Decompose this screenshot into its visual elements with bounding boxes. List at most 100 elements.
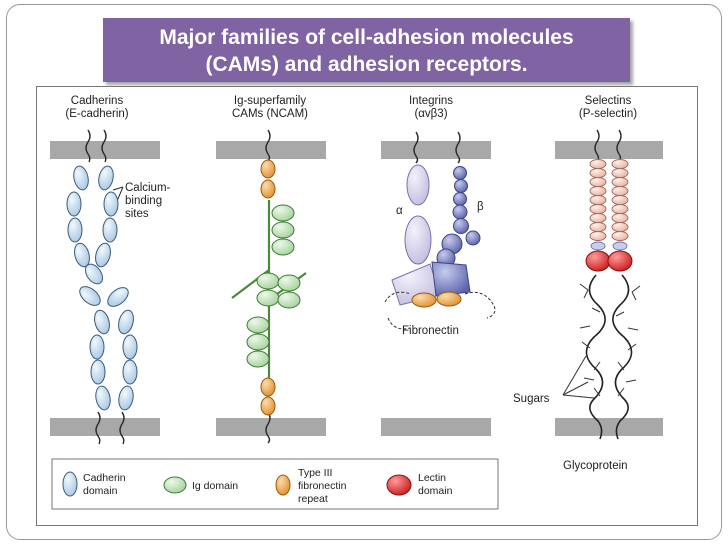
selectin-repeat [589,176,607,188]
membrane-top-1 [50,141,160,159]
cadherin-domain [94,309,110,335]
cadherin-domain [107,287,129,307]
ig-tail-bottom [265,411,271,444]
selectin-repeat [589,194,607,206]
glycoprotein-label: Glycoprotein [563,460,628,472]
selectin-repeats [589,158,629,242]
family-label-selectins: Selectins (P-selectin) [579,95,637,120]
legend-lectin-swatch [386,474,412,496]
cadherin-tail-bottom-left [95,411,101,445]
ig-domain [277,291,301,309]
sugar-branch [583,377,637,397]
calcium-label-line-2: binding [125,195,162,207]
sugars-label: Sugars [513,393,550,405]
glycoprotein [585,274,633,440]
ig-domain [246,350,270,368]
cadherin-tail-top-left [85,129,91,163]
fibronectin-repeat [260,377,276,397]
cadherin-domain [122,334,138,360]
integrin-alpha-domain [406,164,430,206]
fibronectin-repeat [411,292,437,308]
selectin-repeat [589,167,607,179]
selectin-repeat [589,230,607,242]
selectin-lectins [585,250,633,272]
integrin-beta-tail [455,131,461,164]
slide-title: Major families of cell-adhesion molecule… [103,18,630,82]
legend-lectin-line-2: domain [418,485,453,497]
ig-domain [256,289,280,307]
fibronectin-repeat [260,159,276,179]
integrin-beta-domain [465,230,481,246]
calcium-label: Calcium- binding sites [125,182,171,220]
selectin-repeat [589,221,607,233]
cadherin-domain [90,359,106,385]
selectin-repeat [611,230,629,242]
legend-cadherin-line-1: Cadherin [83,472,126,484]
glycoprotein-chain-left [585,274,606,440]
ig-tail-top [265,129,271,162]
integrin-beta-domain [453,166,467,180]
ig-domain [271,204,295,222]
selectin-repeat [589,158,607,170]
selectin-repeat [611,176,629,188]
integrin-tails [413,131,461,164]
fibronectin-outline [384,291,496,330]
legend-fibronectin-swatch [275,474,291,496]
membrane-top-2 [216,141,326,159]
ig-cam-backbone [265,129,271,444]
ig-domain [246,316,270,334]
selectin-tails [594,129,622,163]
family-subname-4: (P-selectin) [579,108,637,120]
family-label-ig-superfamily: Ig-superfamily CAMs (NCAM) [232,95,308,120]
family-name-2: Ig-superfamily [234,95,306,107]
selectin-repeat [611,158,629,170]
membrane-bottom-2 [216,418,326,436]
cadherin-domain [67,217,83,243]
membranes [50,141,663,436]
selectin-repeat [589,212,607,224]
fibronectin-label: Fibronectin [402,325,459,337]
integrin-beta-domain [453,192,467,206]
membrane-top-3 [381,141,491,159]
family-name-1: Cadherins [71,95,124,107]
legend-ig-swatch [163,476,187,494]
family-subname-3: (αvβ3) [414,108,447,120]
cadherin-domain [98,165,114,191]
integrin-fibronectin [384,291,496,330]
calcium-label-line-3: sites [125,208,149,220]
cadherin-domain [66,191,82,217]
cadherin-domain [118,385,134,411]
integrin-beta-domain [452,204,468,220]
fibronectin-repeat [436,291,462,307]
legend-ig-label: Ig domain [192,480,238,492]
cadherin-domains [66,165,138,411]
family-name-3: Integrins [409,95,453,107]
integrin-alpha-domain [404,215,432,265]
selectin-repeat [611,212,629,224]
family-subname-2: CAMs (NCAM) [232,108,308,120]
integrin-beta-head [431,261,471,297]
ig-domains [246,204,301,368]
cadherin-domain [95,242,111,268]
cadherin-domain [103,191,119,217]
ig-domain [246,333,270,351]
cadherin-domain [84,263,104,285]
integrin-beta-domain [454,179,468,193]
integrin-alpha-subunit [391,164,441,306]
family-subname-1: (E-cadherin) [65,108,128,120]
membrane-top-4 [555,141,663,159]
ig-fibronectin-repeats [260,159,276,416]
selectin-repeat [611,185,629,197]
sugar-branch [579,283,641,301]
lectin-domain [607,250,633,272]
selectin-repeat [611,194,629,206]
glycoprotein-sugars [579,283,641,397]
sugars-pointer [562,381,589,396]
cadherin-domain [74,242,90,268]
legend-lectin-line-1: Lectin [418,472,446,484]
selectin-tail-right [616,129,622,163]
sugar-branch [579,307,639,331]
figure-panel [36,86,698,526]
legend-type3-line-2: fibronectin [298,480,347,492]
